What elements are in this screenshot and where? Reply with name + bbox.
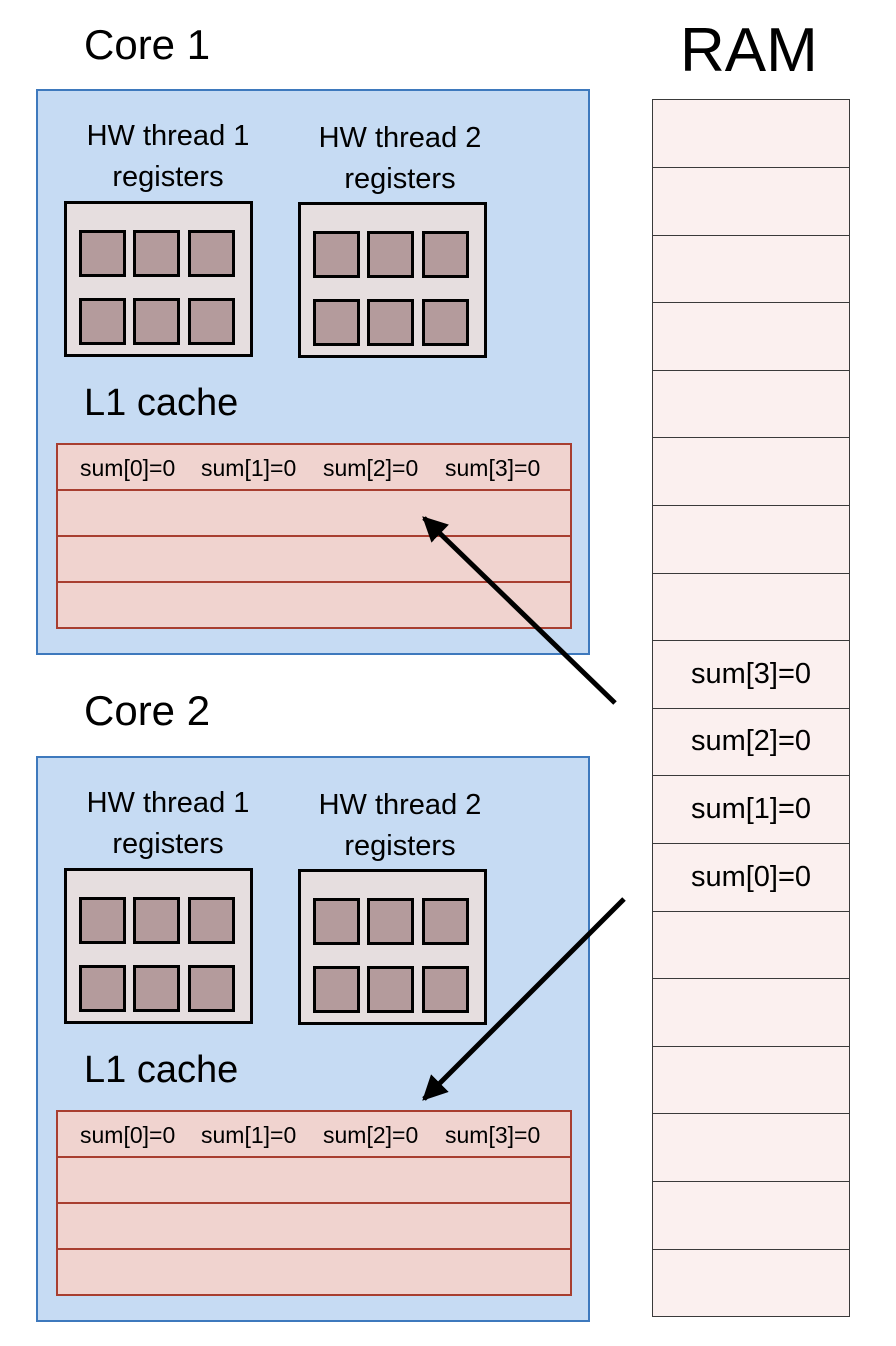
cache-line xyxy=(58,1204,570,1250)
register-cell xyxy=(133,298,180,345)
core-1-box: HW thread 1 registers HW thread 2 regist… xyxy=(36,89,590,655)
hw-thread-1-name: HW thread 1 xyxy=(86,787,250,819)
cache-entry: sum[3]=0 xyxy=(445,1122,541,1148)
register-cell xyxy=(422,299,469,346)
register-cell xyxy=(79,230,126,277)
ram-cell: sum[2]=0 xyxy=(653,708,849,777)
ram-cell: sum[0]=0 xyxy=(653,844,849,912)
register-cell xyxy=(79,965,126,1012)
hw-thread-1-register-file xyxy=(64,868,253,1024)
hw-thread-2-label: HW thread 2 registers xyxy=(285,118,515,200)
hw-thread-1-label: HW thread 1 registers xyxy=(53,116,283,198)
ram-to-core-1-cache-arrow xyxy=(422,516,617,705)
hw-thread-2-name: HW thread 2 xyxy=(318,122,482,154)
hw-thread-1-register-file xyxy=(64,201,253,357)
cache-line xyxy=(58,537,570,583)
register-cell xyxy=(313,299,360,346)
register-cell xyxy=(188,298,235,345)
register-cell xyxy=(422,966,469,1013)
cache-line xyxy=(58,491,570,537)
cache-entry: sum[1]=0 xyxy=(201,1122,297,1148)
ram-cell xyxy=(653,1114,849,1182)
l1-cache-label: L1 cache xyxy=(84,382,239,424)
cache-line: sum[0]=0 sum[1]=0 sum[2]=0 sum[3]=0 xyxy=(58,1112,570,1158)
register-cell xyxy=(79,298,126,345)
ram-to-core-2-cache-arrow xyxy=(422,897,626,1101)
ram-cell xyxy=(653,100,849,168)
register-cell xyxy=(188,230,235,277)
hw-thread-1-name: HW thread 1 xyxy=(86,120,250,152)
ram-cell xyxy=(653,911,849,980)
ram-cell: sum[1]=0 xyxy=(653,776,849,844)
ram-cell xyxy=(653,573,849,642)
core-1-title: Core 1 xyxy=(84,21,211,68)
hw-thread-2-register-file xyxy=(298,869,487,1025)
l1-cache: sum[0]=0 sum[1]=0 sum[2]=0 sum[3]=0 xyxy=(56,443,572,629)
cache-entry: sum[3]=0 xyxy=(445,455,541,481)
ram-cell xyxy=(653,370,849,439)
register-cell xyxy=(133,965,180,1012)
l1-cache: sum[0]=0 sum[1]=0 sum[2]=0 sum[3]=0 xyxy=(56,1110,572,1296)
register-cell xyxy=(422,231,469,278)
ram-cell: sum[3]=0 xyxy=(653,641,849,709)
ram-cell xyxy=(653,438,849,506)
cache-line xyxy=(58,1158,570,1204)
ram-cell xyxy=(653,235,849,304)
register-cell xyxy=(133,897,180,944)
register-cell xyxy=(79,897,126,944)
hw-thread-1-registers-word: registers xyxy=(112,828,224,860)
ram-cell xyxy=(653,979,849,1047)
register-cell xyxy=(367,966,414,1013)
cache-entry: sum[2]=0 xyxy=(323,455,419,481)
register-cell xyxy=(367,231,414,278)
register-cell xyxy=(188,897,235,944)
hw-thread-1-registers-word: registers xyxy=(112,161,224,193)
hw-thread-2-registers-word: registers xyxy=(344,830,456,862)
hw-thread-2-register-file xyxy=(298,202,487,358)
cache-line: sum[0]=0 sum[1]=0 sum[2]=0 sum[3]=0 xyxy=(58,445,570,491)
l1-cache-label: L1 cache xyxy=(84,1049,239,1091)
hw-thread-2-registers-word: registers xyxy=(344,163,456,195)
cache-entry: sum[0]=0 xyxy=(80,1122,176,1148)
ram-cell xyxy=(653,168,849,236)
ram-cell xyxy=(653,303,849,371)
ram-cell xyxy=(653,506,849,574)
hw-thread-2-name: HW thread 2 xyxy=(318,789,482,821)
cache-entry: sum[2]=0 xyxy=(323,1122,419,1148)
register-cell xyxy=(367,898,414,945)
register-cell xyxy=(313,898,360,945)
core-2-title: Core 2 xyxy=(84,687,211,734)
register-cell xyxy=(188,965,235,1012)
hw-thread-1-label: HW thread 1 registers xyxy=(53,783,283,865)
core-2-box: HW thread 1 registers HW thread 2 regist… xyxy=(36,756,590,1322)
register-cell xyxy=(313,231,360,278)
register-cell xyxy=(133,230,180,277)
register-cell xyxy=(367,299,414,346)
ram-cell xyxy=(653,1046,849,1115)
cache-entry: sum[1]=0 xyxy=(201,455,297,481)
ram-cell xyxy=(653,1182,849,1250)
ram-title: RAM xyxy=(680,16,818,85)
register-cell xyxy=(313,966,360,1013)
register-cell xyxy=(422,898,469,945)
cache-entry: sum[0]=0 xyxy=(80,455,176,481)
hw-thread-2-label: HW thread 2 registers xyxy=(285,785,515,867)
